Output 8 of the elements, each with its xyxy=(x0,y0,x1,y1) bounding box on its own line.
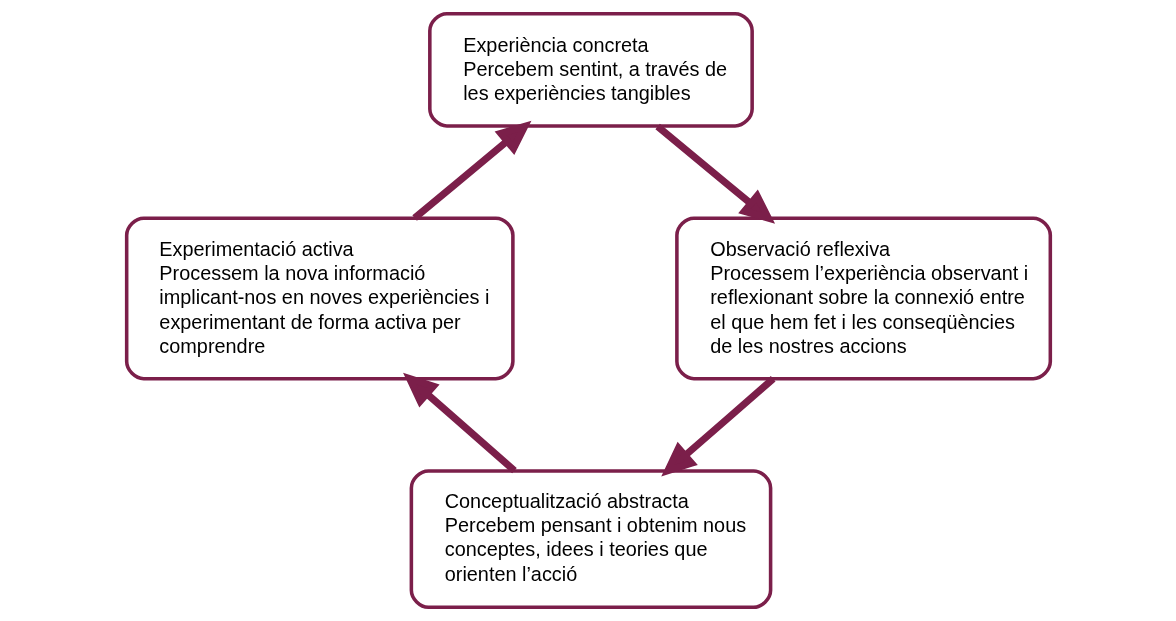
arrow xyxy=(654,123,775,224)
arrow xyxy=(660,376,776,477)
arrow xyxy=(411,120,531,221)
node-box: Observació reflexiva Processem l’experiència observant i reflexionant sobre la connexió entre el que hem fet i les conseqüències de les nostres accions xyxy=(674,216,1052,381)
node-box: Conceptualització abstracta Percebem pensant i obtenim nous conceptes, idees i teories que orienten l’acció xyxy=(409,469,772,610)
node-box: Experimentació activa Processem la nova informació implicant-nos en noves experiències i experimentant de forma activa per comprendre xyxy=(124,216,515,381)
node-box: Experiència concreta Percebem sentint, a través de les experiències tangibles xyxy=(427,11,754,128)
arrow xyxy=(402,372,517,474)
